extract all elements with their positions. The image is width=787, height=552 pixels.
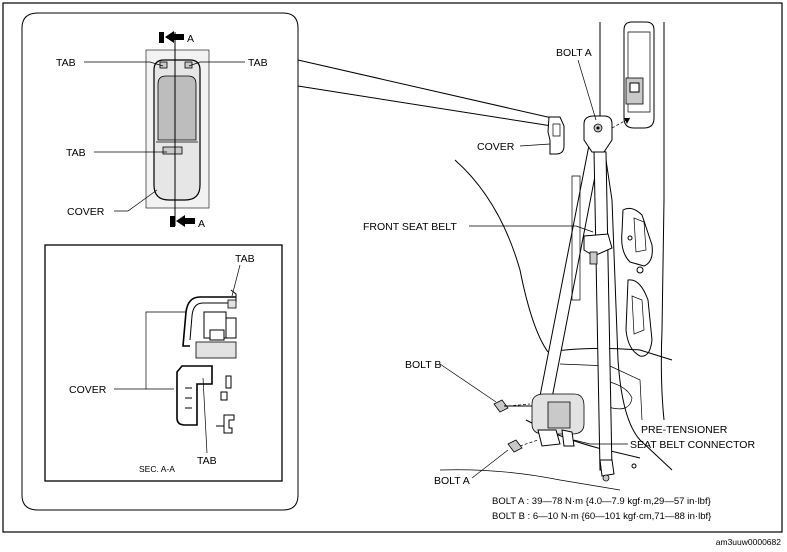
bolt-a-upper-center (596, 126, 600, 130)
cover-top-tab (159, 61, 168, 69)
b-pillar-recess (623, 21, 655, 129)
cover-lower-profile (176, 365, 213, 426)
section-cover-label: COVER (69, 384, 107, 396)
detail-callout-enclosure (21, 12, 299, 511)
pretensioner-connector (561, 429, 575, 447)
pillar-hole (627, 235, 633, 241)
leader-line (114, 189, 158, 212)
floor-panel (559, 363, 643, 421)
cover-upper-profile (182, 296, 236, 347)
cover-detail-view: A A TAB TAB TAB COVER (56, 31, 268, 230)
pillar-opening (631, 295, 645, 335)
cover-label-detail: COVER (67, 206, 105, 218)
bolt-b-retractor (493, 399, 509, 413)
bolt-b-label: BOLT B (405, 359, 441, 371)
pillar-opening (625, 279, 653, 357)
trim-cover-detail (552, 123, 561, 137)
torque-spec-bolt-a: BOLT A : 39—78 N·m {4.0—7.9 kgf·m,29—57 … (492, 496, 711, 507)
height-adjuster-knob (629, 82, 640, 93)
leader-line (577, 59, 597, 121)
cover-inner-window (157, 75, 197, 141)
section-arrow-bottom (176, 215, 195, 227)
bolt-a-retractor (507, 439, 523, 453)
pretensioner-label-line2: SEAT BELT CONNECTOR (630, 439, 755, 451)
section-marker-bottom (170, 216, 175, 227)
pillar-opening (633, 217, 647, 253)
trim-cover-part (547, 116, 565, 155)
upper-anchor (583, 115, 613, 153)
sill-line (439, 469, 621, 491)
section-tab-part (230, 289, 237, 302)
section-marker-top (159, 32, 164, 43)
leader-line (471, 449, 509, 479)
front-seat-belt-label: FRONT SEAT BELT (363, 221, 457, 233)
leader-line (231, 264, 241, 297)
bolt-a-label-top: BOLT A (556, 47, 592, 59)
lower-anchor-bolt (602, 474, 610, 482)
section-view-title: SEC. A-A (139, 464, 175, 474)
belt-webbing-shoulder (539, 139, 603, 399)
section-marker-label-top: A (187, 33, 194, 45)
bolt-a-label-bottom: BOLT A (434, 475, 470, 487)
section-tab-part (227, 299, 237, 309)
pillar-hole (636, 266, 644, 274)
b-pillar-edge (660, 22, 665, 421)
retractor-bracket (537, 429, 561, 447)
cover-center-tab (162, 146, 183, 155)
mechanism-block (195, 341, 237, 359)
tab-label-top-right: TAB (248, 57, 268, 69)
belt-guide (583, 233, 613, 257)
diagram-frame (2, 2, 783, 533)
figure-id: am3uuw0000682 (716, 537, 781, 547)
belt-tongue-stop (589, 251, 598, 265)
mechanism-block (209, 329, 225, 341)
section-view-frame (44, 244, 283, 482)
section-arrow-top (165, 31, 184, 43)
belt-webbing-lap-back (571, 175, 581, 301)
leader-line (519, 143, 551, 147)
mechanism-slot (220, 391, 228, 401)
leader-line (202, 377, 208, 454)
cover-upper-inner (189, 302, 234, 341)
torque-spec-bolt-b: BOLT B : 6—10 N·m {60—101 kgf·cm,71—88 i… (492, 511, 711, 522)
mechanism-slot (225, 375, 232, 389)
section-marker-label-bottom: A (198, 218, 205, 230)
cover-bracket (145, 311, 186, 390)
installation-arrow (519, 439, 539, 447)
section-a-a-view: SEC. A-A TAB COVER TAB (44, 244, 283, 482)
cover-label-main: COVER (477, 141, 515, 153)
pretensioner-label-line1: PRE-TENSIONER (641, 424, 728, 436)
leader-line (188, 61, 245, 67)
clip-part (223, 414, 235, 434)
leader-line (469, 225, 594, 233)
seat-contour (454, 159, 549, 353)
retractor-spool (547, 401, 571, 429)
leader-line (84, 61, 164, 67)
leader-line (439, 363, 497, 403)
section-tab-label-bottom: TAB (197, 455, 217, 467)
callout-connector-line (297, 59, 553, 119)
installation-arrow-head (624, 118, 630, 124)
tab-label-top-left: TAB (56, 57, 76, 69)
belt-webbing-lap (593, 149, 613, 471)
section-tab-label-top: TAB (235, 253, 255, 265)
leader-line (573, 439, 628, 445)
lower-anchor (599, 459, 615, 477)
anchor-hole (631, 463, 637, 469)
callout-connector-line (297, 85, 553, 127)
mechanism-block (225, 317, 237, 339)
tab-label-center: TAB (66, 147, 86, 159)
pillar-opening (621, 207, 653, 267)
installation-arrow (507, 403, 531, 407)
seat-belt-installation-view: BOLT A COVER FRONT SEAT BELT BOLT B PRE-… (363, 21, 755, 522)
